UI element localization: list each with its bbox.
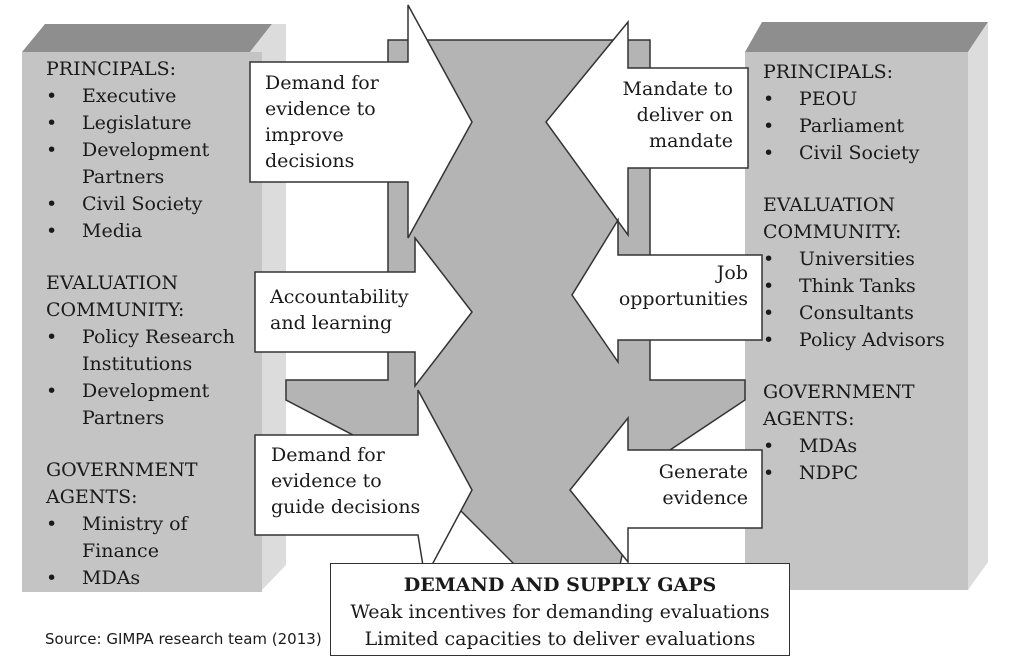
list-item: Parliament [763, 113, 963, 140]
right-panel-text: PRINCIPALS: PEOU Parliament Civil Societ… [763, 59, 963, 487]
list-item: Civil Society [46, 191, 251, 218]
right-panel-side [968, 22, 988, 590]
demand-arrow-1 [249, 4, 473, 239]
left-section-header: GOVERNMENT AGENTS: [46, 459, 198, 508]
supply-arrow-2-label: Job opportunities [618, 262, 748, 310]
supply-arrows [545, 19, 763, 565]
list-item: Development Partners [46, 137, 251, 191]
demand-arrow-2 [254, 235, 473, 389]
demand-arrow-3-label: Demand for evidence to guide decisions [271, 444, 421, 518]
list-item: Civil Society [763, 140, 963, 167]
list-item: Consultants [763, 300, 963, 327]
right-list-evaluation: Universities Think Tanks Consultants Pol… [763, 246, 963, 354]
list-item: Policy Advisors [763, 327, 963, 354]
supply-arrow-3-label: Generate evidence [658, 461, 748, 509]
demand-arrow-3 [254, 389, 473, 581]
list-item: PEOU [763, 86, 963, 113]
list-item: Media [46, 218, 251, 245]
right-section-header: GOVERNMENT AGENTS: [763, 381, 915, 430]
list-item: MDAs [763, 433, 963, 460]
list-item: Development Partners [46, 378, 251, 432]
gaps-line: Limited capacities to deliver evaluation… [364, 628, 756, 650]
list-item: Policy Research Institutions [46, 324, 251, 378]
right-section-header: PRINCIPALS: [763, 61, 894, 83]
demand-arrows [249, 4, 473, 581]
list-item: Ministry of Finance [46, 511, 251, 565]
left-panel-text: PRINCIPALS: Executive Legislature Develo… [46, 56, 251, 592]
right-section-header: EVALUATION COMMUNITY: [763, 194, 902, 243]
left-list-government: Ministry of Finance MDAs [46, 511, 251, 592]
right-panel-top [745, 22, 988, 52]
supply-arrow-1-label: Mandate to deliver on mandate [622, 78, 733, 152]
left-list-principals: Executive Legislature Development Partne… [46, 83, 251, 245]
left-panel-top [22, 24, 272, 52]
supply-arrow-3 [569, 415, 763, 565]
list-item: Legislature [46, 110, 251, 137]
list-item: Executive [46, 83, 251, 110]
gaps-box: DEMAND AND SUPPLY GAPS Weak incentives f… [330, 563, 790, 656]
left-section-header: EVALUATION COMMUNITY: [46, 272, 185, 321]
source-caption: Source: GIMPA research team (2013) [45, 630, 322, 648]
list-item: Think Tanks [763, 273, 963, 300]
left-section-header: PRINCIPALS: [46, 58, 177, 80]
list-item: NDPC [763, 460, 963, 487]
gaps-title: DEMAND AND SUPPLY GAPS [403, 574, 717, 596]
supply-arrow-2 [571, 217, 763, 365]
demand-arrow-1-label: Demand for evidence to improve decisions [265, 72, 379, 172]
supply-arrow-1 [545, 19, 749, 238]
right-list-government: MDAs NDPC [763, 433, 963, 487]
gaps-line: Weak incentives for demanding evaluation… [350, 601, 770, 623]
list-item: Universities [763, 246, 963, 273]
left-list-evaluation: Policy Research Institutions Development… [46, 324, 251, 432]
right-list-principals: PEOU Parliament Civil Society [763, 86, 963, 167]
demand-arrow-2-label: Accountability and learning [270, 286, 409, 334]
list-item: MDAs [46, 565, 251, 592]
